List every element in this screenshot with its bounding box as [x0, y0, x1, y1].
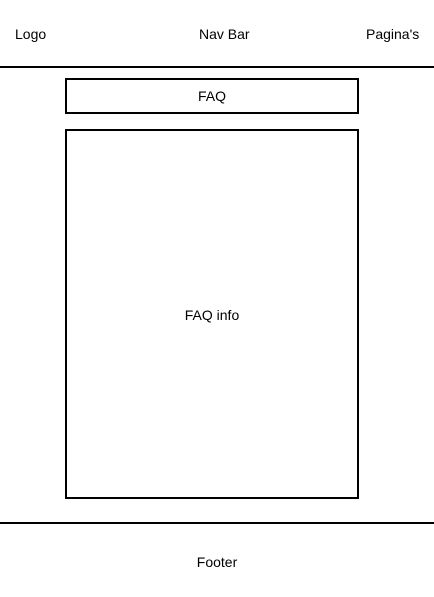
- nav-bar-placeholder[interactable]: Nav Bar: [199, 26, 250, 42]
- faq-title: FAQ: [197, 88, 226, 104]
- faq-info-label: FAQ info: [184, 307, 240, 323]
- header-divider: [0, 66, 434, 68]
- logo-placeholder[interactable]: Logo: [15, 26, 47, 42]
- pages-link-placeholder[interactable]: Pagina's: [366, 26, 420, 42]
- footer-divider: [0, 522, 434, 524]
- faq-title-box: FAQ: [65, 78, 359, 114]
- footer-label: Footer: [196, 554, 238, 570]
- faq-info-box: FAQ info: [65, 129, 359, 499]
